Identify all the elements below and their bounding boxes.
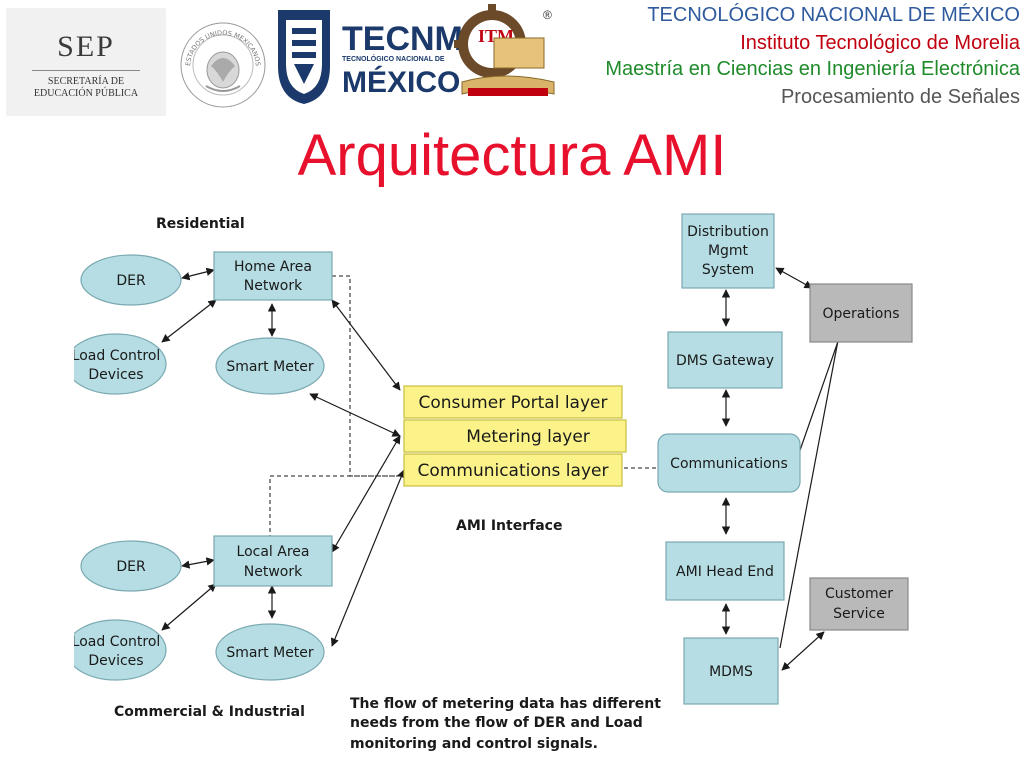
res-load-control-node bbox=[74, 333, 167, 395]
consumer-portal-layer-label: Consumer Portal layer bbox=[419, 393, 608, 413]
dms-gateway-label: DMS Gateway bbox=[676, 353, 774, 369]
ci-der-node bbox=[80, 540, 182, 592]
arrow-meter-comms bbox=[330, 469, 406, 647]
ci-load-label-2: Devices bbox=[88, 653, 143, 669]
customer-service-label-1: Customer bbox=[825, 586, 893, 602]
dashed-han-comms bbox=[332, 275, 404, 477]
itm-logo: ITM bbox=[454, 4, 555, 96]
communications-layer bbox=[403, 453, 623, 487]
res-der-label: DER bbox=[116, 273, 146, 289]
mdms-label: MDMS bbox=[709, 664, 753, 680]
tecnm-logo-country: MÉXICO bbox=[342, 66, 461, 99]
metering-layer-label: Metering layer bbox=[466, 427, 590, 447]
header-campus: Instituto Tecnológico de Morelia bbox=[740, 32, 1020, 54]
ci-load-label-1: Load Control bbox=[74, 634, 160, 650]
ami-head-end-node bbox=[665, 541, 785, 601]
customer-service-label-2: Service bbox=[833, 606, 885, 622]
sep-logo-line2: EDUCACIÓN PÚBLICA bbox=[33, 88, 139, 99]
distribution-mgmt-system-node bbox=[681, 213, 775, 289]
customer-service-node bbox=[809, 577, 909, 631]
arrow-han-portal bbox=[331, 299, 401, 391]
arrow-dms-operations bbox=[775, 267, 813, 289]
arrow-mdms-customer bbox=[781, 631, 825, 671]
tecnm-logo-subtitle: TECNOLÓGICO NACIONAL DE bbox=[342, 56, 445, 63]
ami-head-end-label: AMI Head End bbox=[676, 564, 774, 580]
res-smart-meter-label: Smart Meter bbox=[226, 359, 314, 375]
tecnm-emblem-icon bbox=[278, 10, 330, 104]
res-smart-meter-node bbox=[215, 337, 325, 395]
mexican-seal-logo: ESTADOS UNIDOS MEXICANOS bbox=[180, 22, 266, 108]
ci-smart-meter-label: Smart Meter bbox=[226, 645, 314, 661]
arrow-mdms-operations bbox=[779, 329, 843, 649]
dashed-lan-comms bbox=[269, 475, 404, 541]
consumer-portal-layer bbox=[403, 385, 623, 419]
dms-gateway-node bbox=[667, 331, 783, 389]
ci-load-control-node bbox=[74, 619, 167, 681]
note-line-2: needs from the flow of DER and Load bbox=[350, 715, 643, 731]
operations-node bbox=[809, 283, 913, 343]
ci-der-label: DER bbox=[116, 559, 146, 575]
communications-label: Communications bbox=[670, 456, 788, 472]
ci-smart-meter-node bbox=[215, 623, 325, 681]
sep-logo-rule bbox=[32, 70, 140, 71]
communications-node bbox=[657, 433, 801, 493]
lan-label-2: Network bbox=[244, 564, 303, 580]
dms-label-1: Distribution bbox=[687, 224, 769, 240]
res-load-label-1: Load Control bbox=[74, 348, 160, 364]
han-label-2: Network bbox=[244, 278, 303, 294]
note-line-3: monitoring and control signals. bbox=[350, 736, 598, 752]
operations-label: Operations bbox=[823, 306, 900, 322]
residential-label: Residential bbox=[156, 216, 245, 232]
communications-layer-label: Communications layer bbox=[418, 461, 609, 481]
arrow-load-han bbox=[161, 299, 217, 343]
tecnm-logo: TECNM TECNOLÓGICO NACIONAL DE MÉXICO bbox=[268, 0, 463, 118]
sep-logo-line1: SECRETARÍA DE bbox=[47, 76, 125, 87]
home-area-network-node bbox=[213, 251, 333, 301]
sep-logo: SEP SECRETARÍA DE EDUCACIÓN PÚBLICA bbox=[6, 8, 166, 116]
mdms-node bbox=[683, 637, 779, 705]
itm-registered-mark: ® bbox=[543, 8, 552, 22]
tecnm-logo-name: TECNM bbox=[342, 20, 463, 58]
ami-architecture-diagram: Residential Commercial & Industrial AMI … bbox=[74, 213, 913, 752]
dms-label-3: System bbox=[702, 262, 754, 278]
sep-logo-subtitle: SECRETARÍA DE EDUCACIÓN PÚBLICA bbox=[6, 76, 166, 100]
arrow-der-han bbox=[181, 267, 215, 281]
arrow-der-lan bbox=[181, 557, 215, 569]
ami-interface-label: AMI Interface bbox=[456, 518, 562, 534]
slide-title: Arquitectura AMI bbox=[297, 123, 727, 188]
dms-label-2: Mgmt bbox=[708, 243, 749, 259]
lan-label-1: Local Area bbox=[237, 544, 310, 560]
metering-layer bbox=[403, 419, 627, 453]
arrow-lan-metering bbox=[331, 435, 401, 553]
arrow-comms-operations bbox=[797, 329, 844, 457]
local-area-network-node bbox=[213, 535, 333, 587]
res-load-label-2: Devices bbox=[88, 367, 143, 383]
res-der-node bbox=[80, 254, 182, 306]
arrow-meter-metering bbox=[309, 393, 401, 437]
header-course: Procesamiento de Señales bbox=[780, 86, 1020, 108]
commercial-label: Commercial & Industrial bbox=[114, 704, 305, 720]
note-line-1: The flow of metering data has different bbox=[350, 696, 661, 712]
sep-logo-name: SEP bbox=[57, 30, 115, 63]
header-institution: TECNOLÓGICO NACIONAL DE MÉXICO bbox=[647, 4, 1020, 26]
han-label-1: Home Area bbox=[234, 259, 312, 275]
header-program: Maestría en Ciencias en Ingeniería Elect… bbox=[605, 58, 1020, 80]
arrow-load-lan bbox=[161, 583, 217, 631]
